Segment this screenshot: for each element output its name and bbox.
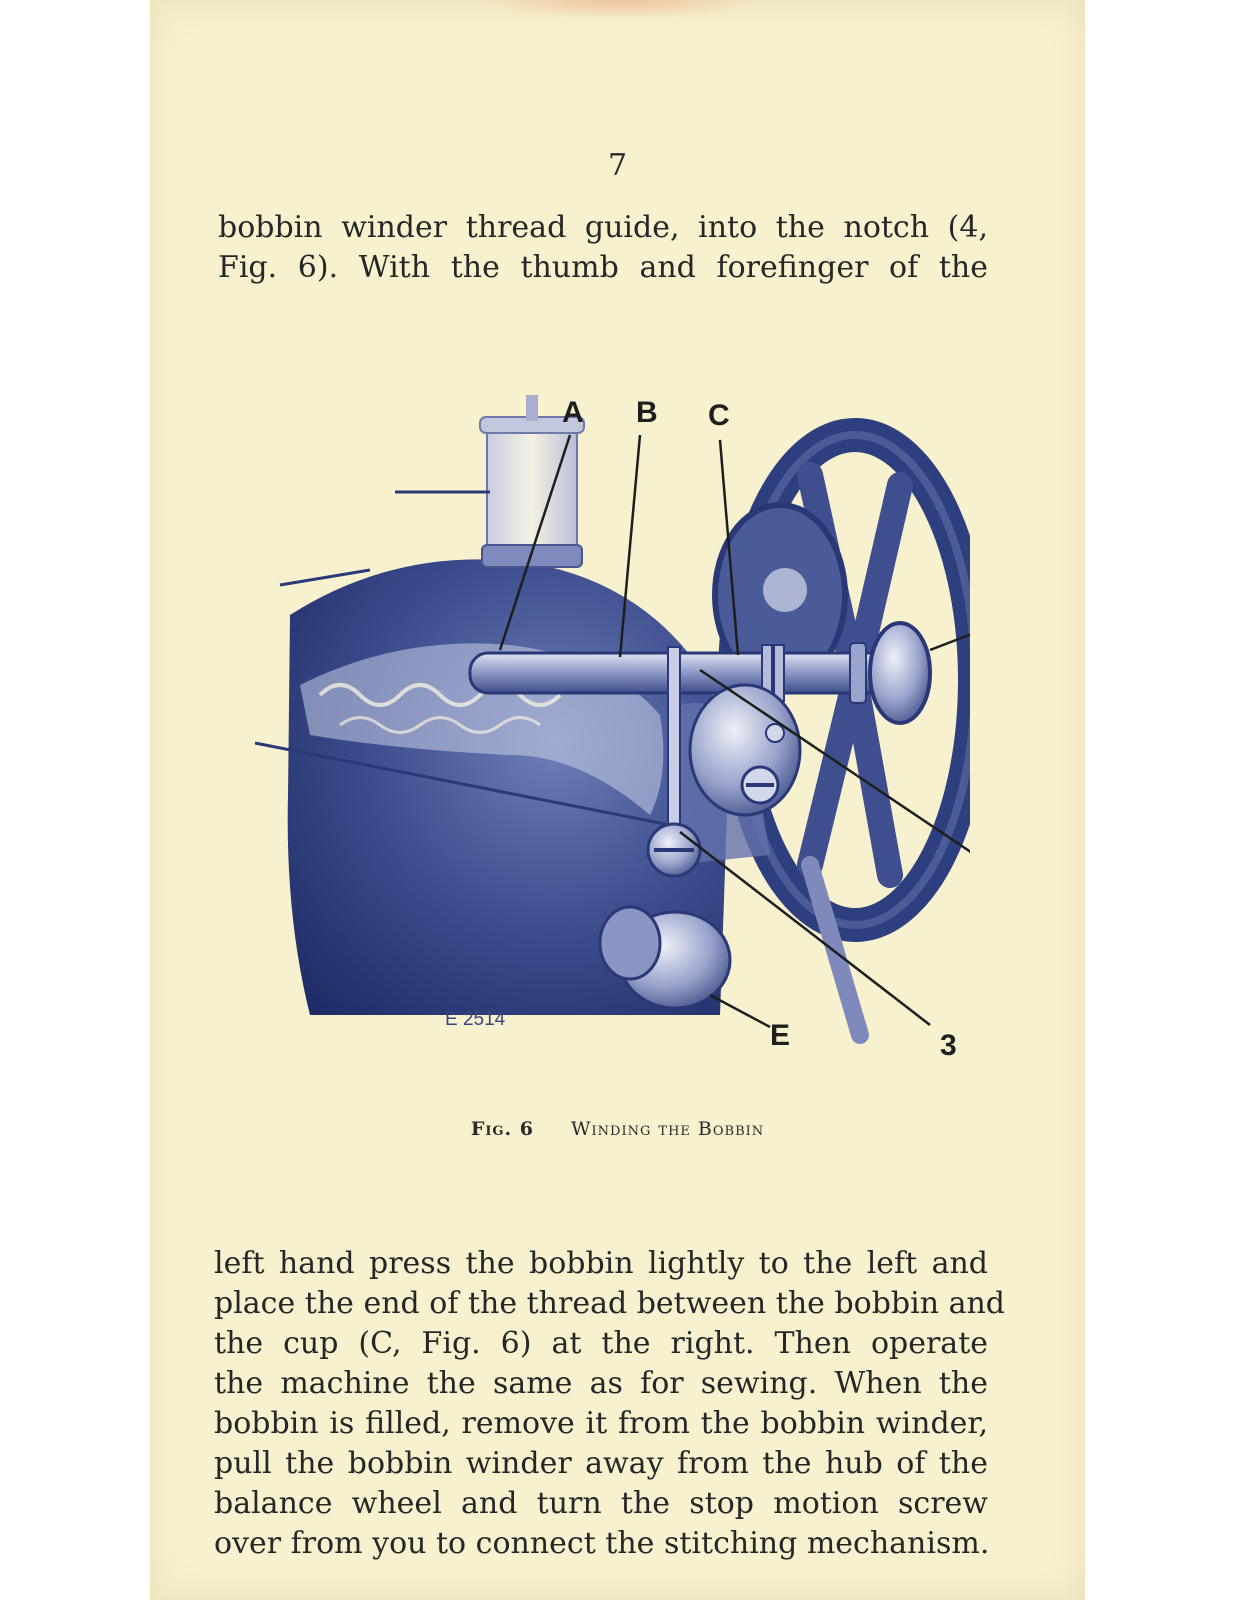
label-b: B	[636, 396, 658, 429]
label-e: E	[770, 1019, 790, 1052]
text-line: Fig. 6). With the thumb and forefinger o…	[218, 250, 988, 285]
label-a: A	[562, 396, 584, 429]
text-line: the machine the same as for sewing. When…	[214, 1366, 988, 1401]
label-c: C	[708, 399, 730, 432]
text-line: pull the bobbin winder away from the hub…	[214, 1446, 988, 1481]
text-line: balance wheel and turn the stop motion s…	[214, 1486, 988, 1521]
caption-label: Fig. 6	[470, 1118, 534, 1140]
page-stain	[470, 0, 770, 20]
text-line: the cup (C, Fig. 6) at the right. Then o…	[214, 1326, 988, 1361]
top-paragraph: bobbin winder thread guide, into the not…	[218, 208, 988, 288]
text-line: bobbin winder thread guide, into the not…	[218, 210, 988, 245]
label-3: 3	[940, 1029, 957, 1062]
bottom-paragraph: left hand press the bobbin lightly to th…	[214, 1244, 1005, 1564]
thread-spool	[486, 424, 578, 556]
plate-code: E 2514	[445, 1009, 506, 1030]
page-number: 7	[607, 148, 628, 183]
text-line: bobbin is filled, remove it from the bob…	[214, 1406, 988, 1441]
figure-caption: Fig. 6 Winding the Bobbin	[150, 1118, 1085, 1140]
text-line: over from you to connect the stitching m…	[214, 1526, 990, 1561]
text-line: left hand press the bobbin lightly to th…	[214, 1246, 988, 1281]
book-page: 7 bobbin winder thread guide, into the n…	[150, 0, 1085, 1600]
sewing-machine-illustration: A B C D 4 E 3 E 2514	[254, 395, 970, 1062]
stop-motion-cup	[868, 621, 932, 725]
text-line: place the end of the thread between the …	[214, 1286, 1005, 1321]
thread-guide-post	[667, 646, 681, 838]
leader-lines	[498, 434, 970, 1029]
caption-title: Winding the Bobbin	[571, 1118, 765, 1140]
label-d: D	[968, 611, 970, 644]
